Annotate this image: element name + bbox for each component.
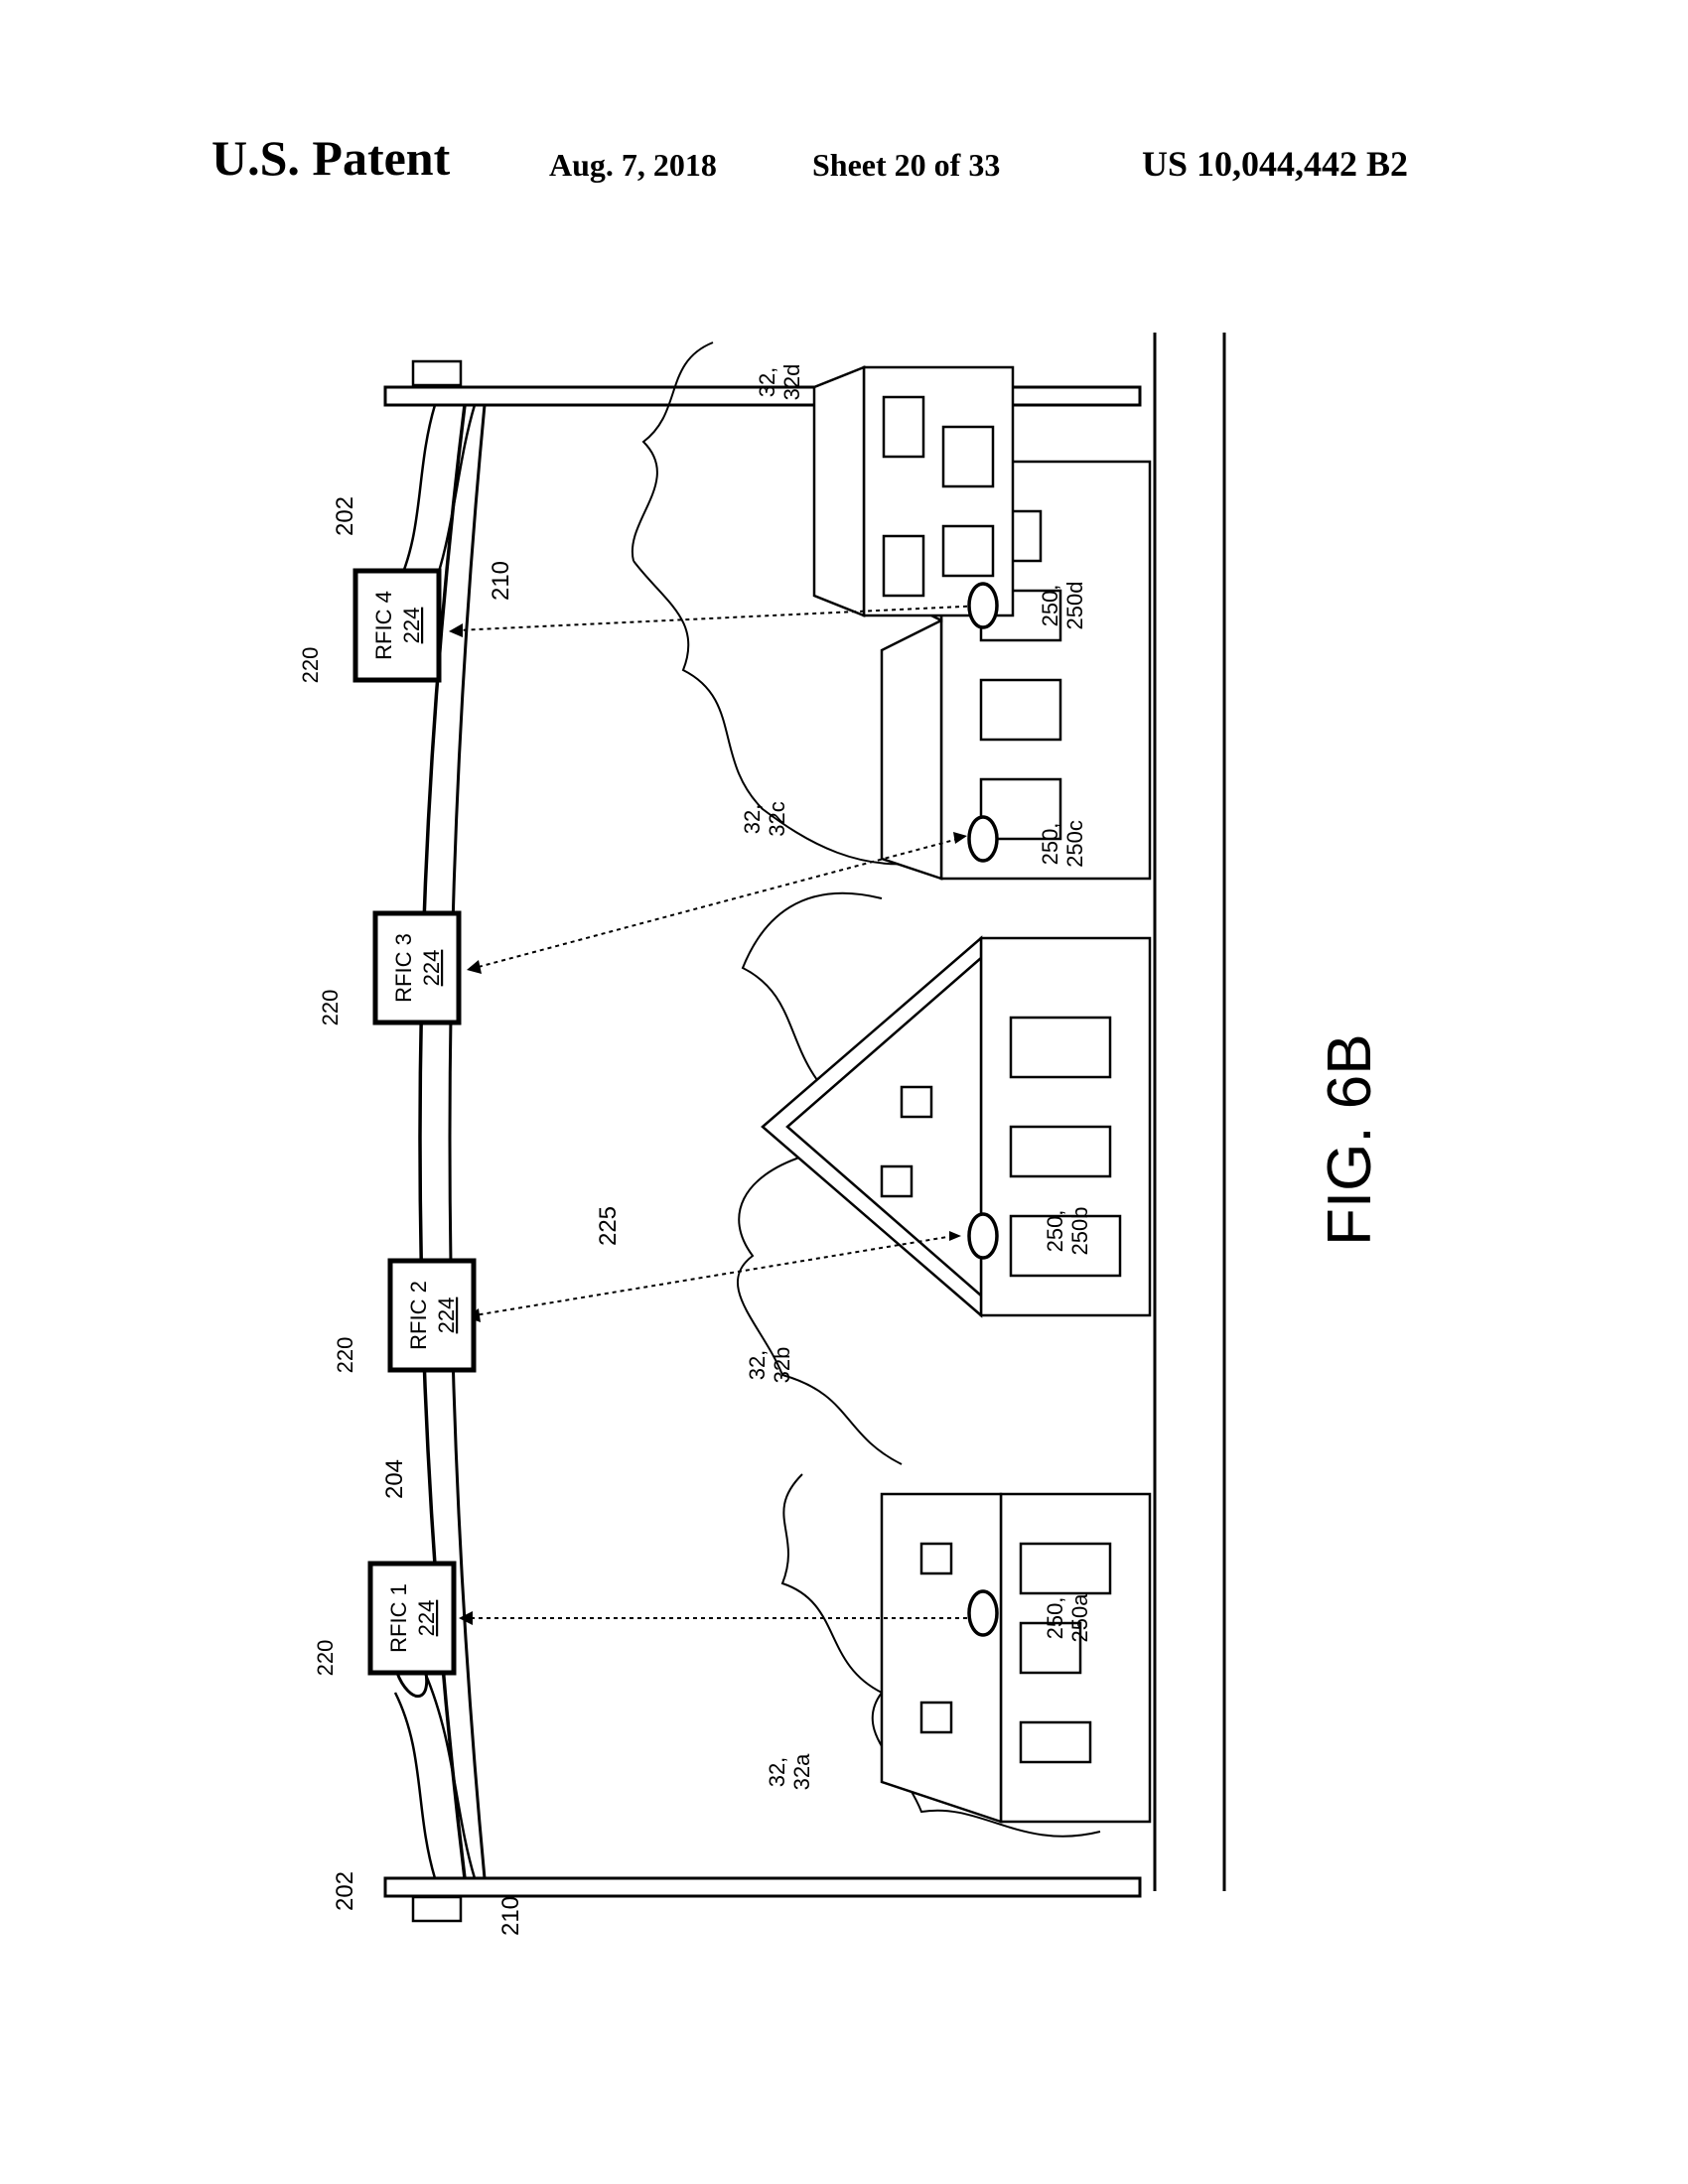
meter-ref-label: 250, [1043,1210,1067,1253]
meter-ref-label: 250, [1038,823,1062,866]
meter-250d [967,582,999,629]
meter-sub-ref-label: 250d [1062,582,1087,630]
pole-device-left [411,1895,463,1923]
meter-250b [967,1212,999,1260]
power-line-ref-label: 204 [381,1459,408,1499]
rfic-sub-label: 224 [399,608,424,644]
figure-caption: FIG. 6B [1316,1033,1384,1246]
meter-ref-label: 250, [1043,1597,1067,1640]
house-sub-ref-label: 32d [779,364,804,401]
rfic-ref-label: 220 [313,1640,338,1677]
meter-sub-ref-label: 250b [1067,1207,1092,1256]
rfic-label: RFIC 2 [406,1281,431,1350]
house-32a [880,1492,1152,1824]
rfic-label: RFIC 1 [386,1583,411,1653]
rfic-ref-label: 220 [318,990,343,1026]
house-32b [761,935,1152,1318]
house-ref-label: 32, [755,367,779,398]
meters [967,582,999,1637]
house-ref-label: 32, [740,804,765,835]
rfic-sub-label: 224 [434,1297,459,1334]
sheet-number: Sheet 20 of 33 [812,147,1001,183]
rfic-box [352,568,442,683]
rfic-ref-label: 220 [333,1337,357,1374]
meter-250a [967,1589,999,1637]
house-sub-ref-label: 32a [789,1753,814,1790]
pole-ref-label: 202 [332,1871,358,1911]
meter-250c [967,815,999,863]
patent-title: U.S. Patent [211,130,451,186]
signal-arrows [456,605,984,1619]
rfic-ref-label: 220 [298,647,323,684]
meter-ref-label: 250, [1038,585,1062,627]
power-line-lower [448,404,487,1879]
pole-device-right [411,359,463,387]
house-32d-group [812,365,1015,617]
pole-device-ref-label: 210 [497,1896,524,1936]
rfic-label: RFIC 3 [391,933,416,1003]
meter-sub-ref-label: 250c [1062,820,1087,868]
patent-date: Aug. 7, 2018 [549,147,717,183]
signal-arrow-4 [456,605,984,631]
pole-ref-label: 202 [332,496,358,536]
rfic-sub-label: 224 [419,950,444,987]
house-ref-label: 32, [745,1350,770,1381]
patent-number: US 10,044,442 B2 [1142,144,1409,184]
rfic-box [387,1258,477,1373]
rfic-sub-label: 224 [414,1600,439,1637]
rfic-label: RFIC 4 [371,591,396,660]
house-ref-label: 32, [765,1757,789,1788]
meter-sub-ref-label: 250a [1067,1593,1092,1643]
signal-arrow-2 [474,1235,954,1316]
signal-arrow-3 [474,838,959,969]
signal-ref-label: 225 [595,1206,622,1246]
rfic-box [372,910,462,1025]
house-sub-ref-label: 32b [770,1347,794,1384]
pole-device-ref-label: 210 [488,561,514,601]
house-sub-ref-label: 32c [765,801,789,836]
rfic-box [367,1561,457,1676]
